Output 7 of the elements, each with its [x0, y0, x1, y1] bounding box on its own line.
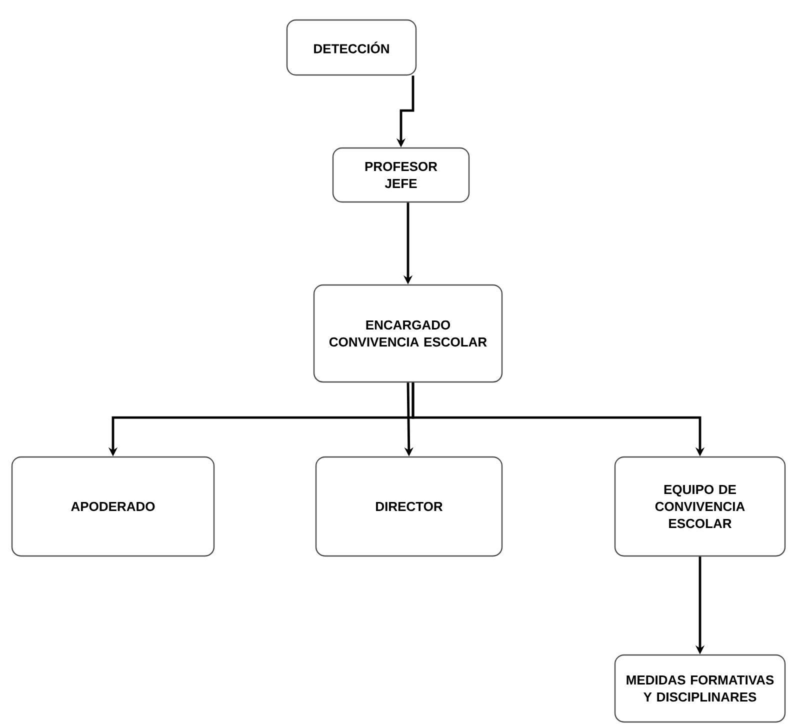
- process-box: ENCARGADO CONVIVENCIA ESCOLAR: [313, 284, 503, 383]
- process-box: DIRECTOR: [315, 456, 503, 557]
- process-box: PROFESOR JEFE: [332, 147, 470, 203]
- process-box: DETECCIÓN: [286, 19, 417, 76]
- process-box: APODERADO: [11, 456, 215, 557]
- process-box: EQUIPO DE CONVIVENCIA ESCOLAR: [614, 456, 786, 557]
- process-box: MEDIDAS FORMATIVAS Y DISCIPLINARES: [614, 654, 786, 723]
